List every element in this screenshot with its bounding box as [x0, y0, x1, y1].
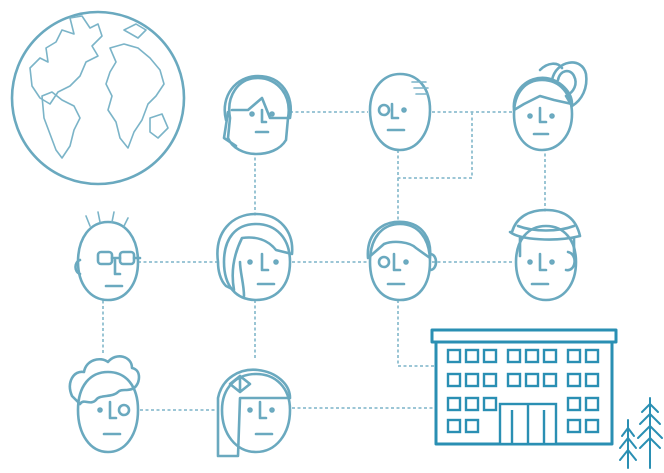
globe-icon — [10, 10, 186, 186]
person-bald-man — [368, 72, 432, 152]
tree-icon — [619, 397, 663, 469]
building-icon — [430, 328, 618, 446]
person-man-glasses — [74, 211, 142, 302]
person-woman-bob — [222, 74, 293, 156]
building-windows — [446, 348, 600, 434]
person-woman-ponytail — [512, 61, 588, 152]
person-man-center — [366, 220, 438, 302]
person-curly — [68, 355, 141, 454]
person-girl-bow — [216, 368, 292, 458]
person-man-hat — [508, 208, 582, 302]
connections — [102, 111, 546, 411]
person-woman-center — [216, 212, 294, 302]
connector-line — [397, 112, 473, 179]
connector-line — [397, 300, 434, 367]
